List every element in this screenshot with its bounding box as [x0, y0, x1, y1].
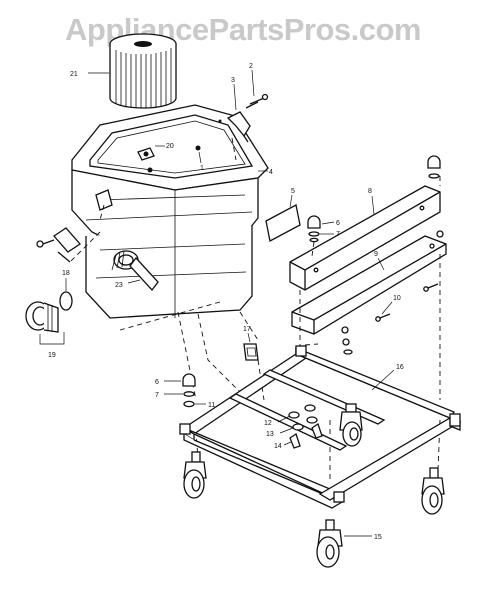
part-4-tank-housing[interactable]: [71, 104, 269, 319]
callout-13: 13: [266, 431, 274, 438]
part-5-label[interactable]: [265, 204, 301, 242]
leader-line-10: [381, 301, 393, 315]
part-19-hose-coupling[interactable]: [25, 301, 59, 333]
part-11-lock-washer[interactable]: [183, 400, 195, 408]
callout-11: 11: [208, 402, 215, 409]
leader-line-2: [251, 69, 255, 97]
part-15-caster-rear[interactable]: [339, 403, 363, 447]
callout-7-upper: 7: [336, 231, 340, 238]
leader-line-16: [371, 369, 395, 391]
part-left-latch-clamp[interactable]: [36, 227, 81, 263]
leader-line-23: [127, 279, 141, 284]
part-6-acorn-nut-lower[interactable]: [182, 373, 196, 387]
callout-21: 21: [70, 71, 78, 78]
leader-line-3: [233, 83, 237, 111]
part-3-latch[interactable]: [226, 111, 251, 143]
part-13-ring[interactable]: [292, 416, 318, 431]
leader-line-6-upper: [321, 221, 335, 225]
callout-5: 5: [291, 188, 295, 195]
callout-19: 19: [48, 352, 56, 359]
part-6-acorn-nut-upper[interactable]: [307, 155, 441, 229]
leader-line-19: [39, 332, 65, 345]
callout-12: 12: [264, 420, 272, 427]
callout-6-upper: 6: [336, 220, 340, 227]
leader-line-5: [289, 194, 293, 208]
callout-2: 2: [249, 63, 253, 70]
leader-line-14: [283, 441, 292, 446]
callout-6-lower: 6: [155, 379, 159, 386]
part-9-rail[interactable]: [291, 235, 447, 335]
callout-1: 1: [200, 165, 204, 172]
part-17-bracket[interactable]: [243, 343, 259, 361]
part-23-hose-inlet[interactable]: [111, 250, 159, 292]
leader-line-17: [247, 332, 251, 343]
callout-10: 10: [393, 295, 401, 302]
part-14-bolt[interactable]: [289, 422, 323, 449]
part-2-screw[interactable]: [245, 93, 269, 109]
part-18-gasket[interactable]: [59, 291, 73, 311]
part-15-caster-right[interactable]: [421, 467, 445, 515]
callout-9: 9: [374, 251, 378, 258]
callout-18: 18: [62, 270, 70, 277]
part-8-handle-bar[interactable]: [289, 185, 441, 291]
callout-17: 17: [243, 326, 251, 333]
leader-line-12: [277, 415, 291, 423]
part-7-washer-upper[interactable]: [308, 231, 320, 243]
part-15-caster-front[interactable]: [316, 519, 343, 568]
part-12-washer[interactable]: [288, 404, 316, 419]
callout-3: 3: [231, 77, 235, 84]
callout-7-lower: 7: [155, 392, 159, 399]
callout-4: 4: [269, 169, 273, 176]
callout-8: 8: [368, 188, 372, 195]
part-7-washer-lower[interactable]: [183, 391, 195, 397]
leader-line-1: [198, 151, 202, 164]
leader-line-8: [371, 195, 375, 215]
part-21-filter-cartridge[interactable]: [109, 33, 177, 109]
callout-15: 15: [374, 534, 382, 541]
part-20-float-valve[interactable]: [137, 147, 155, 161]
callout-16: 16: [396, 364, 404, 371]
part-15-caster-left[interactable]: [183, 451, 207, 499]
part-16-dolly-frame[interactable]: [179, 345, 462, 509]
leader-line-13: [279, 427, 294, 434]
part-rail-bolts[interactable]: [341, 230, 444, 355]
leader-line-9: [377, 257, 385, 271]
callout-14: 14: [274, 443, 282, 450]
callout-23: 23: [115, 282, 123, 289]
callout-20: 20: [166, 143, 174, 150]
